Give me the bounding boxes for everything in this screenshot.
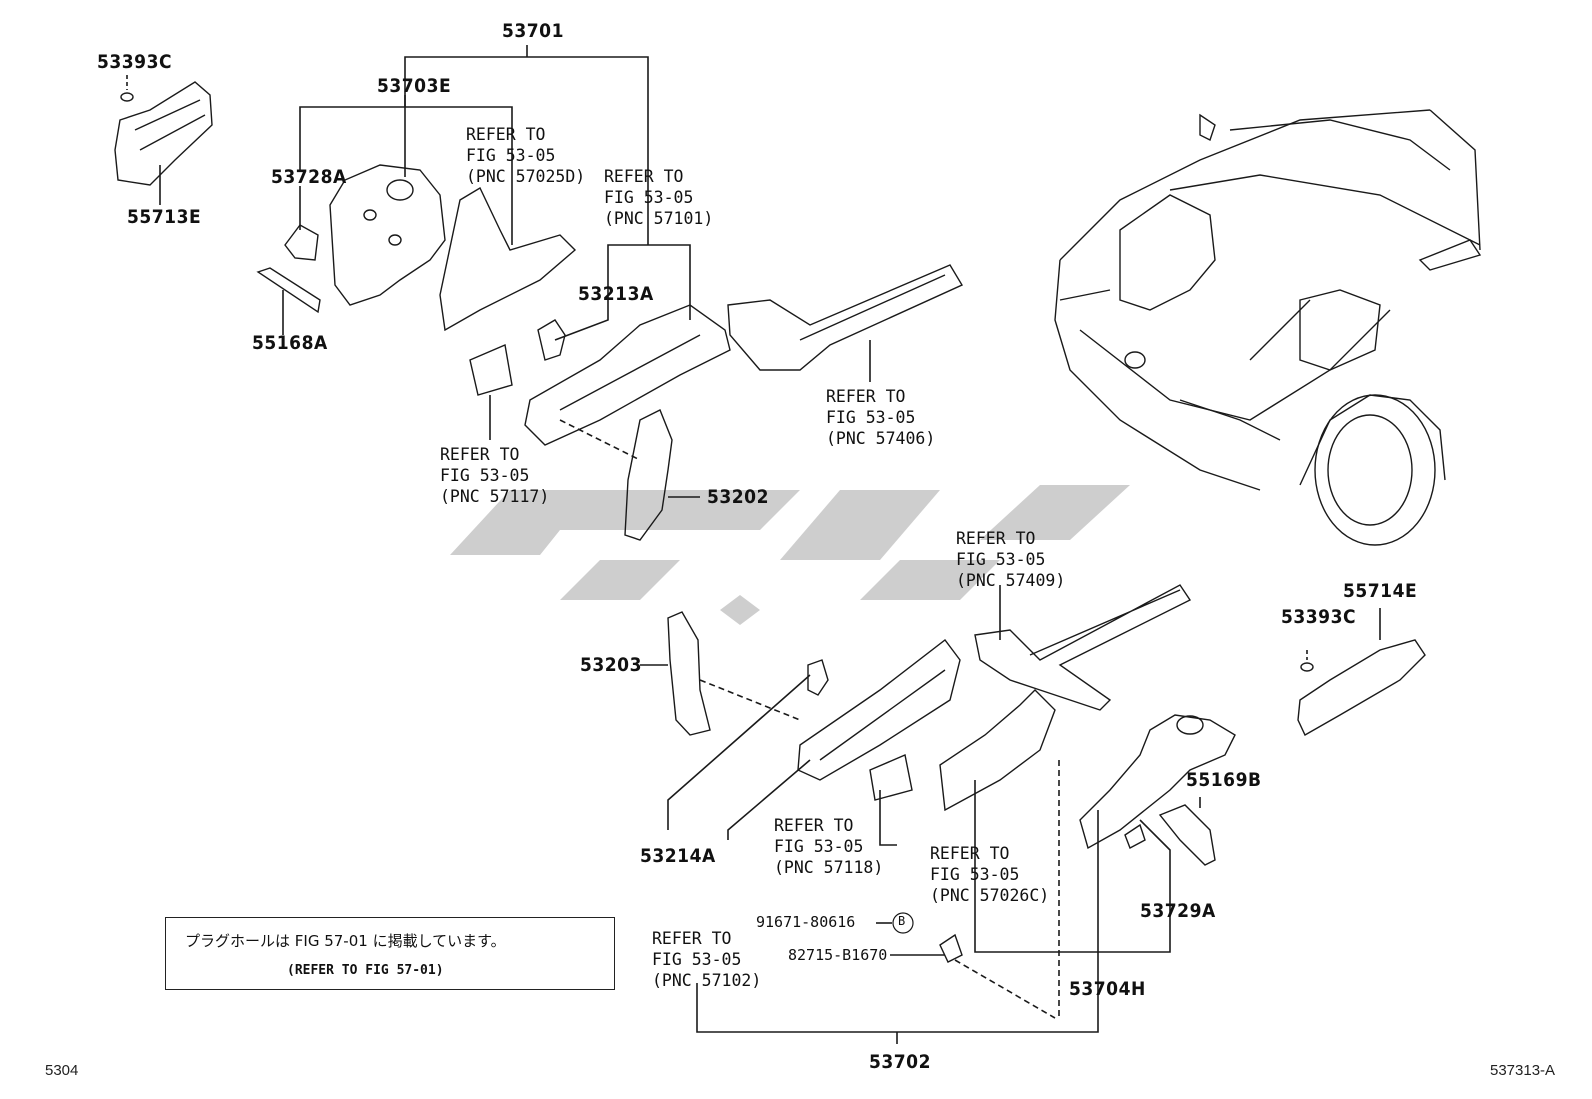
label-53393C-top[interactable]: 53393C [97, 51, 173, 73]
refer-57101-line1: REFER TO [604, 167, 684, 186]
note-japanese-text: プラグホールは FIG 57-01 に掲載しています。 [185, 932, 506, 950]
refer-57025D-line1: REFER TO [466, 125, 546, 144]
part-57406-illustration [727, 264, 964, 371]
refer-57117-line2: FIG 53-05 [440, 466, 530, 485]
refer-57117-line1: REFER TO [440, 445, 520, 464]
part-55169B-illustration [1158, 804, 1216, 866]
refer-57025D-line3: (PNC 57025D) [466, 167, 586, 186]
footer-figure-id: 537313-A [1490, 1062, 1556, 1079]
bracket-57026C [974, 780, 1171, 953]
part-bolt-82715 [939, 933, 963, 963]
label-55713E[interactable]: 55713E [127, 206, 202, 228]
part-53704H-illustration [1079, 714, 1236, 850]
label-53202[interactable]: 53202 [707, 486, 769, 508]
refer-57101[interactable]: REFER TO FIG 53-05 (PNC 57101) [604, 166, 713, 229]
refer-57406-line2: FIG 53-05 [826, 408, 916, 427]
refer-57102-line1: REFER TO [652, 929, 732, 948]
bracket-53213A [554, 244, 691, 341]
part-55168A-illustration [256, 267, 321, 314]
part-53202-illustration [624, 409, 673, 541]
refer-57026C[interactable]: REFER TO FIG 53-05 (PNC 57026C) [930, 843, 1049, 906]
note-english-text: (REFER TO FIG 57-01) [287, 963, 444, 978]
part-53393C-right-plug [1300, 662, 1314, 672]
refer-57406[interactable]: REFER TO FIG 53-05 (PNC 57406) [826, 386, 935, 449]
callout-b-letter: B [898, 914, 906, 928]
label-91671-80616[interactable]: 91671-80616 [756, 913, 856, 931]
watermark-logo [450, 485, 1130, 625]
refer-57102-line2: FIG 53-05 [652, 950, 742, 969]
refer-57117-line3: (PNC 57117) [440, 487, 550, 506]
label-55168A[interactable]: 55168A [252, 332, 328, 354]
part-57409-illustration [974, 584, 1192, 711]
label-53728A[interactable]: 53728A [271, 166, 347, 188]
part-53704H-hole [1176, 715, 1204, 735]
part-53393C-top-plug [120, 92, 134, 102]
callout-b-circle [892, 912, 914, 934]
label-53729A[interactable]: 53729A [1140, 900, 1216, 922]
refer-57026C-line1: REFER TO [930, 844, 1010, 863]
refer-57102-line3: (PNC 57102) [652, 971, 762, 990]
refer-57026C-line2: FIG 53-05 [930, 865, 1020, 884]
refer-57409[interactable]: REFER TO FIG 53-05 (PNC 57409) [956, 528, 1065, 591]
refer-57026C-line3: (PNC 57026C) [930, 886, 1050, 905]
bracket-53703E [299, 106, 513, 245]
refer-57102[interactable]: REFER TO FIG 53-05 (PNC 57102) [652, 928, 761, 991]
part-53203-illustration [667, 611, 711, 736]
part-53213A-illustration [537, 319, 566, 361]
label-55714E[interactable]: 55714E [1343, 580, 1418, 602]
leader-57118 [879, 790, 897, 846]
refer-57406-line1: REFER TO [826, 387, 906, 406]
label-53214A[interactable]: 53214A [640, 845, 716, 867]
part-57025D-illustration [439, 187, 577, 332]
part-53729A-illustration [1124, 823, 1146, 849]
label-55169B[interactable]: 55169B [1186, 769, 1262, 791]
bracket-53214A [667, 674, 811, 830]
label-53393C-right[interactable]: 53393C [1281, 606, 1357, 628]
dashed-53202 [559, 419, 641, 461]
label-53213A[interactable]: 53213A [578, 283, 654, 305]
refer-57118-line2: FIG 53-05 [774, 837, 864, 856]
label-53703E[interactable]: 53703E [377, 75, 452, 97]
part-57026C-illustration [939, 689, 1056, 812]
refer-57409-line3: (PNC 57409) [956, 571, 1066, 590]
part-57101-illustration [524, 304, 731, 446]
label-82715-B1670[interactable]: 82715-B1670 [788, 946, 888, 964]
refer-57406-line3: (PNC 57406) [826, 429, 936, 448]
refer-57118[interactable]: REFER TO FIG 53-05 (PNC 57118) [774, 815, 883, 878]
refer-57101-line3: (PNC 57101) [604, 209, 714, 228]
dashed-bolt [954, 959, 1056, 1019]
dashed-53203 [699, 679, 801, 721]
note-box [165, 917, 615, 990]
refer-57118-line3: (PNC 57118) [774, 858, 884, 877]
refer-57117[interactable]: REFER TO FIG 53-05 (PNC 57117) [440, 444, 549, 507]
part-53703E-hole [386, 179, 414, 201]
bracket-53214A-b [727, 759, 811, 840]
label-53203[interactable]: 53203 [580, 654, 642, 676]
part-57117-illustration [469, 344, 513, 396]
part-55713E-illustration [114, 81, 213, 186]
label-53701[interactable]: 53701 [502, 20, 564, 42]
part-57102-illustration [797, 639, 961, 781]
refer-57101-line2: FIG 53-05 [604, 188, 694, 207]
footer-section-code: 5304 [45, 1062, 79, 1079]
refer-57025D-line2: FIG 53-05 [466, 146, 556, 165]
part-53728A-illustration [284, 224, 319, 261]
refer-57409-line1: REFER TO [956, 529, 1036, 548]
vehicle-overview-illustration [1054, 109, 1482, 546]
part-57118-illustration [869, 754, 913, 801]
label-53702[interactable]: 53702 [869, 1051, 931, 1073]
refer-57025D[interactable]: REFER TO FIG 53-05 (PNC 57025D) [466, 124, 585, 187]
part-53703E-illustration [329, 164, 446, 306]
part-55714E-illustration [1297, 639, 1426, 736]
part-53214A-illustration [807, 659, 829, 696]
label-53704H[interactable]: 53704H [1069, 978, 1146, 1000]
refer-57409-line2: FIG 53-05 [956, 550, 1046, 569]
refer-57118-line1: REFER TO [774, 816, 854, 835]
